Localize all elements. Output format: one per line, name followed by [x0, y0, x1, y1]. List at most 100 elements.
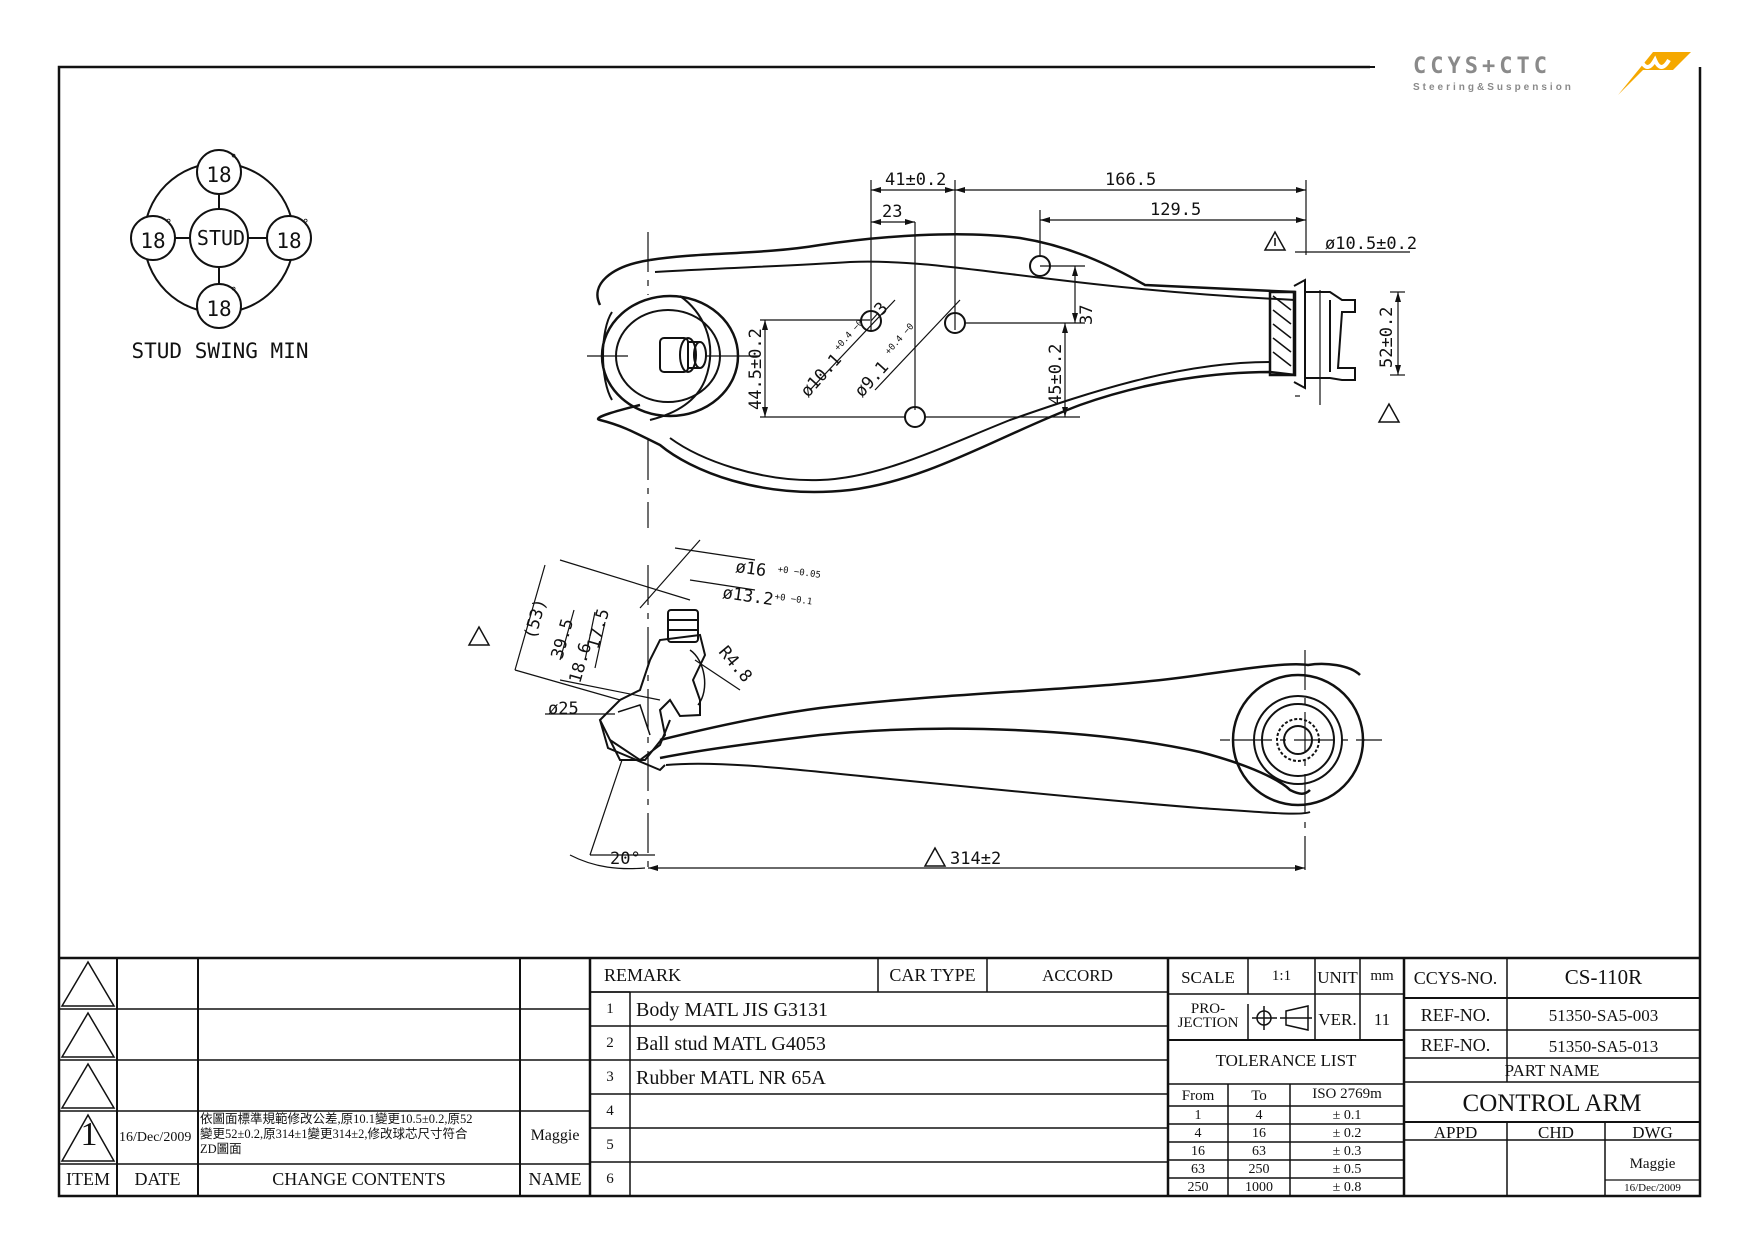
dim-d9-1: ø9.1	[851, 358, 893, 402]
svg-text:°: °	[230, 285, 237, 299]
scale-label: SCALE	[1181, 968, 1235, 987]
tolerance-row-3-to: 63	[1252, 1144, 1266, 1159]
tolerance-row-1-from: 1	[1194, 1108, 1202, 1123]
tolerance-row-5-iso: ± 0.8	[1332, 1180, 1362, 1195]
dwg-date: 16/Dec/2009	[1624, 1182, 1681, 1194]
ref-no-label-1: REF-NO.	[1420, 1005, 1491, 1025]
tolerance-row-2-from: 4	[1194, 1126, 1202, 1141]
company-logo: CCYS+CTC Steering&Suspension	[1395, 48, 1705, 108]
revision-name: Maggie	[530, 1127, 580, 1144]
chd-label: CHD	[1538, 1123, 1574, 1142]
stud-swing-diagram	[130, 149, 312, 329]
projection-label: PRO- JECTION	[1177, 1001, 1239, 1032]
dim-20deg: 20°	[610, 849, 641, 869]
header-date: DATE	[134, 1169, 181, 1189]
remark-no-5: 5	[606, 1137, 614, 1153]
logo-tagline: Steering&Suspension	[1413, 82, 1574, 93]
header-name: NAME	[528, 1169, 582, 1189]
tolerance-row-5-to: 1000	[1245, 1180, 1273, 1195]
remark-text-2: Ball stud MATL G4053	[636, 1033, 826, 1055]
dim-d16: ø16	[734, 557, 767, 581]
remark-text-1: Body MATL JIS G3131	[636, 999, 829, 1021]
dim-44-5: 44.5±0.2	[746, 328, 766, 410]
tolerance-row-4-to: 250	[1248, 1162, 1270, 1177]
swing-angle-top: 18	[206, 163, 231, 187]
tolerance-row-3-from: 16	[1191, 1144, 1205, 1159]
ccys-no-value: CS-110R	[1564, 965, 1643, 989]
remark-no-4: 4	[606, 1103, 614, 1119]
tolerance-row-5-from: 250	[1187, 1180, 1209, 1195]
appd-label: APPD	[1433, 1123, 1478, 1142]
ref-no-value-2: 51350-SA5-013	[1548, 1037, 1659, 1056]
tolerance-header-from: From	[1181, 1088, 1215, 1104]
logo-brand: CCYS+CTC	[1413, 54, 1551, 79]
tolerance-header-to: To	[1251, 1088, 1267, 1104]
ref-no-label-2: REF-NO.	[1420, 1035, 1491, 1055]
ccys-no-label: CCYS-NO.	[1413, 968, 1498, 988]
side-view-arm	[598, 609, 1365, 815]
remark-no-6: 6	[606, 1171, 614, 1187]
dim-d25: ø25	[548, 699, 579, 719]
dim-129-5: 129.5	[1150, 200, 1201, 220]
tolerance-row-3-iso: ± 0.3	[1332, 1144, 1362, 1159]
remark-no-1: 1	[606, 1001, 614, 1017]
dim-d10-5: ø10.5±0.2	[1325, 234, 1417, 254]
tolerance-row-4-iso: ± 0.5	[1332, 1162, 1362, 1177]
tolerance-row-4-from: 63	[1191, 1162, 1205, 1177]
svg-text:°: °	[302, 217, 309, 231]
dim-37: 37	[1077, 305, 1097, 325]
revision-content-line-3: ZD圖面	[200, 1142, 242, 1156]
car-type-value: ACCORD	[1042, 966, 1113, 985]
dwg-name: Maggie	[1629, 1156, 1676, 1172]
svg-text:°: °	[165, 217, 172, 231]
dim-r4-8: R4.8	[714, 642, 756, 686]
dim-52: 52±0.2	[1377, 307, 1397, 368]
dim-d13-2: ø13.2	[721, 583, 774, 610]
dim-166-5: 166.5	[1105, 170, 1156, 190]
projection-symbol-icon	[1252, 1005, 1312, 1031]
tolerance-header-iso: ISO 2769m	[1312, 1086, 1382, 1102]
tolerance-row-1-iso: ± 0.1	[1332, 1108, 1362, 1123]
ver-label: VER.	[1318, 1010, 1357, 1029]
unit-label: UNIT	[1317, 968, 1358, 987]
ver-value: 11	[1373, 1010, 1391, 1029]
tolerance-row-2-iso: ± 0.2	[1332, 1126, 1362, 1141]
swing-angle-left: 18	[140, 229, 165, 253]
revision-content-line-1: 依圖面標準規範修改公差,原10.1變更10.5±0.2,原52	[200, 1112, 473, 1126]
scale-value: 1:1	[1271, 968, 1292, 984]
remark-label: REMARK	[604, 965, 682, 985]
logo-mark-icon	[1618, 52, 1691, 95]
dim-53: (53)	[521, 596, 552, 641]
header-change-contents: CHANGE CONTENTS	[272, 1169, 446, 1189]
dim-41: 41±0.2	[885, 170, 946, 190]
ref-no-value-1: 51350-SA5-003	[1548, 1006, 1659, 1025]
car-type-label: CAR TYPE	[889, 965, 976, 985]
swing-angle-right: 18	[276, 229, 301, 253]
tolerance-title: TOLERANCE LIST	[1215, 1051, 1357, 1070]
revision-content-line-2: 變更52±0.2,原314±1變更314±2,修改球芯尺寸符合	[200, 1127, 468, 1141]
tolerance-row-2-to: 16	[1252, 1126, 1266, 1141]
header-item: ITEM	[66, 1169, 110, 1189]
warning-triangles	[467, 230, 1401, 867]
stud-swing-caption: STUD SWING MIN	[131, 339, 308, 363]
dim-d16-tol: +0 −0.05	[777, 565, 821, 581]
tolerance-row-1-to: 4	[1255, 1108, 1263, 1123]
dim-23: 23	[882, 202, 902, 222]
revision-date: 16/Dec/2009	[119, 1130, 192, 1145]
drawing-frame	[57, 65, 1702, 1198]
dim-314: 314±2	[950, 849, 1001, 869]
unit-value: mm	[1370, 968, 1394, 984]
top-view-arm	[596, 233, 1356, 494]
dim-45: 45±0.2	[1046, 344, 1066, 405]
dim-d13-2-tol: +0 −0.1	[774, 592, 813, 607]
revision-item-no: 1	[80, 1116, 98, 1153]
remark-no-2: 2	[606, 1035, 614, 1051]
svg-text:°: °	[230, 152, 237, 166]
remark-no-3: 3	[606, 1069, 614, 1085]
swing-angle-bottom: 18	[206, 297, 231, 321]
dwg-label: DWG	[1632, 1123, 1673, 1142]
dim-d10-1-suffix: –3	[864, 298, 893, 327]
dim-d10-1: ø10.1	[797, 350, 846, 401]
title-block-grid	[59, 956, 1700, 1196]
